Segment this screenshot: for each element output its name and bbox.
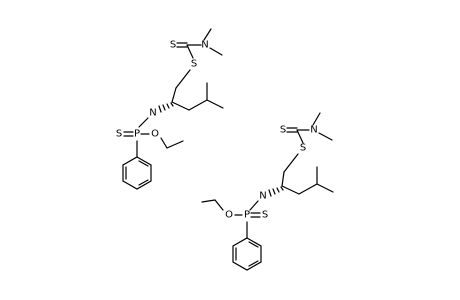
bond	[312, 112, 321, 126]
bond	[206, 99, 224, 109]
molecule-2: S N S N P O S	[201, 112, 334, 271]
sulfur-atom: S	[191, 59, 197, 70]
phosphorus-atom: P	[134, 129, 140, 140]
nitrogen-atom: N	[201, 40, 208, 51]
bond	[249, 200, 259, 211]
bond	[283, 153, 299, 173]
bond	[203, 28, 212, 41]
phenyl-ring	[232, 237, 262, 271]
hashed-wedge-bond	[158, 102, 174, 113]
bond	[298, 183, 318, 195]
bond	[175, 69, 191, 89]
phenyl-ring	[122, 156, 152, 190]
bond	[188, 99, 208, 111]
bond	[171, 101, 190, 111]
bond	[171, 87, 177, 103]
bond	[281, 185, 300, 195]
bond	[281, 171, 285, 187]
sulfur-atom: S	[300, 143, 306, 154]
bond	[209, 47, 223, 56]
sulfur-atom: S	[116, 129, 122, 140]
bond	[186, 44, 194, 59]
molecule-1: S N S N P S O	[116, 28, 224, 190]
bond	[201, 199, 216, 203]
bond	[160, 137, 168, 149]
nitrogen-atom: N	[310, 125, 317, 136]
sulfur-atom: S	[280, 125, 286, 136]
bond	[138, 117, 149, 128]
bond	[318, 132, 333, 141]
sulfur-atom: S	[262, 210, 268, 221]
oxygen-atom: O	[225, 210, 233, 221]
nitrogen-atom: N	[259, 191, 266, 202]
bond	[296, 129, 304, 144]
bond	[166, 140, 184, 149]
nitrogen-atom: N	[149, 108, 156, 119]
sulfur-atom: S	[170, 40, 176, 51]
phosphorus-atom: P	[244, 210, 250, 221]
hashed-wedge-bond	[268, 186, 284, 197]
bond	[316, 183, 334, 193]
oxygen-atom: O	[151, 129, 159, 140]
bond	[214, 199, 224, 211]
